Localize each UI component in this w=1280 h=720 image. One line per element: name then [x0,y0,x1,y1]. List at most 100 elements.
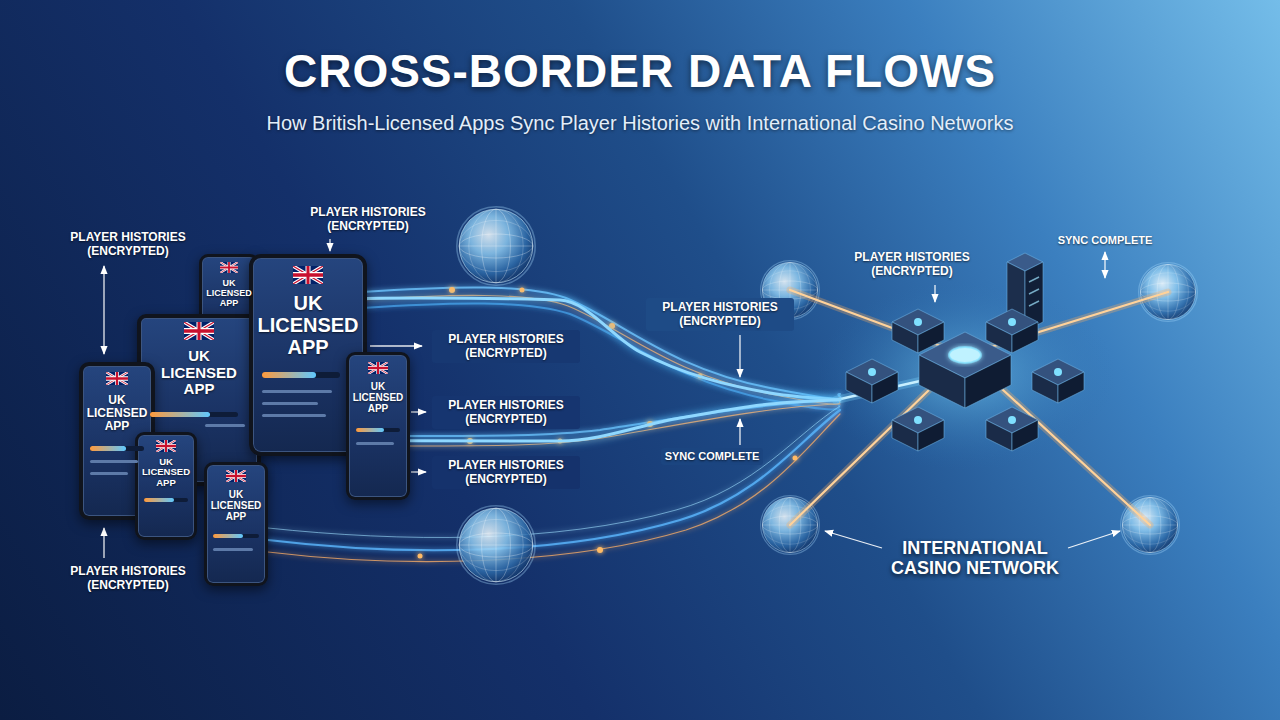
leader-line [1104,252,1105,278]
leader-line [411,471,426,472]
leader-line [739,419,740,445]
screen-row [262,390,332,393]
label-box: PLAYER HISTORIES (ENCRYPTED) [432,396,580,429]
bar-track [213,534,259,538]
particle [449,287,455,293]
cube-side [1058,372,1084,403]
label-box: PLAYER HISTORIES (ENCRYPTED) [49,228,207,261]
label-box: SYNC COMPLETE [661,448,764,465]
app-label: UK LICENSED APP [87,394,148,434]
caption-box: How British-Licensed Apps Sync Player Hi… [0,112,1280,135]
uk-flag [368,362,388,374]
server-cluster [846,253,1084,451]
cube-side [1012,420,1038,451]
tower-light [1029,289,1039,294]
server-cube [892,407,944,451]
flow-label: PLAYER HISTORIES (ENCRYPTED) [289,203,447,236]
label-box: SYNC COMPLETE [1054,232,1157,249]
globe [457,506,535,584]
screen-row [262,414,326,417]
screen-row [356,442,394,445]
screen-row [213,548,253,551]
bar-fill [90,446,126,451]
uk-flag [106,372,128,385]
app-label: UK LICENSED APP [161,348,237,398]
leader-line [103,266,104,354]
particle [520,288,525,293]
cube-side [918,420,944,451]
screen-row [262,402,318,405]
cube-light [1008,318,1016,326]
server-cube [986,407,1038,451]
beam-glow [965,292,1168,355]
bar-fill [356,428,384,432]
title: CROSS-BORDER DATA FLOWS [0,44,1280,98]
particle [418,554,423,559]
bar-fill [262,372,316,378]
flow-label: PLAYER HISTORIES (ENCRYPTED) [432,396,580,429]
particle [793,456,798,461]
flow-label: PLAYER HISTORIES (ENCRYPTED) [49,228,207,261]
cube-side [892,322,918,353]
flow-label: PLAYER HISTORIES (ENCRYPTED) [646,298,794,331]
leader-line [329,239,330,251]
cube-side [892,420,918,451]
network-beams [790,280,1168,525]
progress-bars [90,372,400,551]
cube-side [986,420,1012,451]
uk-flag [220,262,238,273]
leader-line [1068,531,1120,548]
central-server [919,332,1011,408]
flow-label: PLAYER HISTORIES (ENCRYPTED) [49,562,207,595]
casino-network: INTERNATIONAL CASINO NETWORK [840,300,1110,585]
server-cube [846,359,898,403]
app-label: UK LICENSED APP [142,457,190,488]
cube-light [914,318,922,326]
cube-light [868,368,876,376]
server-cube [1032,359,1084,403]
beam [965,292,1168,355]
label-box: PLAYER HISTORIES (ENCRYPTED) [432,456,580,489]
cube-side [846,372,872,403]
leader-line [825,531,882,548]
leader-line [934,285,935,302]
data-flow-connector [367,298,840,400]
cube-light [1008,416,1016,424]
bar-fill [213,534,243,538]
uk-flag [226,470,246,482]
app-label: UK LICENSED APP [206,279,252,309]
cube-side [872,372,898,403]
connectors [367,298,840,441]
globe [457,207,535,285]
cube-side [1032,372,1058,403]
uk-flag [184,322,214,340]
particle [597,547,603,553]
tower-light [1029,277,1039,282]
app-phone: UK LICENSED APP [346,352,411,500]
leader-line [411,411,426,412]
bar-fill [150,412,210,417]
beam [790,355,965,525]
app-label: UK LICENSED APP [257,292,358,358]
core-glow [949,347,981,363]
cube-side [1012,322,1038,353]
label-box: PLAYER HISTORIES (ENCRYPTED) [646,298,794,331]
tower-light [1029,301,1039,306]
leader-line [370,345,422,346]
beam [965,355,1150,525]
leader-line [739,335,740,377]
beam-glow [965,355,1150,525]
label-box: PLAYER HISTORIES (ENCRYPTED) [432,330,580,363]
cube-light [914,416,922,424]
leader-lines [104,239,1120,558]
stream-line [362,295,840,404]
bar-fill [144,498,174,502]
uk-flag [293,266,323,284]
bar-track [150,412,238,417]
flow-label: PLAYER HISTORIES (ENCRYPTED) [432,330,580,363]
leader-line [103,528,104,558]
flow-label: PLAYER HISTORIES (ENCRYPTED) [833,248,991,281]
screen-row [90,472,128,475]
cube-light [1054,368,1062,376]
